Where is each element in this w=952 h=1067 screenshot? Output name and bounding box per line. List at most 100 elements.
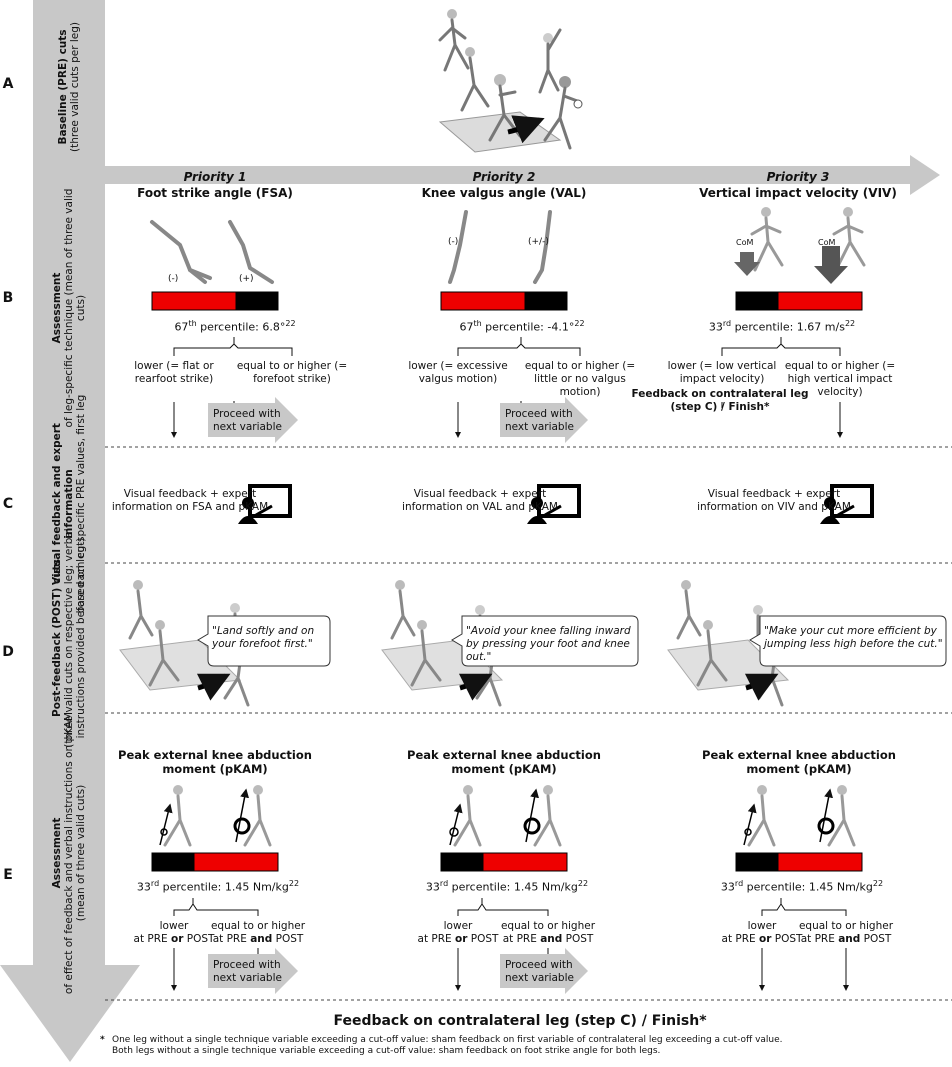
pkam-figures [159,785,856,847]
column-header-2: Priority 2 Knee valgus angle (VAL) [374,170,634,200]
row-a-subtitle: (three valid cuts per leg) [69,22,81,152]
cutoff-bars [151,291,863,311]
text: at PRE [133,933,172,945]
text-bold: and [250,933,273,945]
text-bold: and [838,933,861,945]
row-separators [105,446,952,1001]
text: POST [860,933,892,945]
reference: 22 [574,319,585,328]
baseline-cutting-illustration [438,9,583,153]
text-bold: or [171,933,184,945]
fsa-higher-branch: equal to or higher (= forefoot strike) [236,360,348,385]
row-letter-a: A [2,76,14,92]
viv-lower-branch: lower (= low vertical impact velocity) [667,360,777,385]
pkam-cutoff-bars [151,852,863,872]
reference: 22 [577,879,589,888]
pkam-lower-branch-2: lower at PRE or POST [408,920,508,946]
pkam-lower-branch-3: lower at PRE or POST [712,920,812,946]
variable-label: Foot strike angle (FSA) [137,186,293,200]
percentile-text: percentile: [196,320,263,334]
footnote-line-1: One leg without a single technique varia… [112,1035,783,1045]
speech-bubble-3 [749,615,947,667]
ordinal: 67 [174,320,189,334]
text: POST [272,933,304,945]
priority-label: Priority 2 [472,170,536,184]
ordinal-suffix: rd [734,879,744,888]
proceed-arrow-1 [208,397,298,443]
priority-label: Priority 1 [183,170,247,184]
percentile-text: percentile: [743,880,809,894]
val-sign-negative: (-) [448,237,459,247]
row-e-subtitle: of effect of feedback and verbal instruc… [63,711,87,995]
text-bold: and [540,933,563,945]
row-letter-e: E [3,867,13,883]
pkam-percentile-3: 33rd percentile: 1.45 Nm/kg22 [672,879,932,894]
lower-text: lower [159,920,189,932]
ordinal: 33 [720,880,735,894]
pkam-higher-branch-2: equal to or higher at PRE and POST [488,920,608,946]
lower-text: lower [747,920,777,932]
viv-feedback-contralateral: Feedback on contralateral leg (step C) /… [631,388,809,413]
val-percentile: 67th percentile: -4.1°22 [392,319,652,334]
speech-bubble-1 [197,615,331,667]
column-header-1: Priority 1 Foot strike angle (FSA) [85,170,345,200]
row-letter-b: B [2,290,14,306]
percentile-value: 1.45 Nm/kg [513,880,578,894]
percentile-text: percentile: [159,880,225,894]
percentile-text: percentile: [448,880,514,894]
fsa-cutoff-bar [151,291,279,311]
ordinal-suffix: th [188,319,197,328]
ordinal: 33 [136,880,151,894]
val-leg-illustrations [448,210,552,284]
val-lower-branch: lower (= excessive valgus motion) [408,360,508,385]
com-label-1: CoM [736,238,754,247]
fsa-leg-illustrations [150,220,274,284]
priority-arrow [105,155,940,195]
variable-label: Vertical impact velocity (VIV) [699,186,897,200]
percentile-value: -4.1° [547,320,575,334]
proceed-label-4: Proceed with next variable [213,959,282,984]
text: at PRE [502,933,541,945]
val-higher-branch: equal to or higher (= little or no valgu… [524,360,636,398]
verbal-instruction-3: "Make your cut more efficient by jumping… [764,625,943,650]
ordinal-suffix: rd [722,319,732,328]
ordinal-suffix: th [473,319,482,328]
text: POST [771,933,803,945]
proceed-arrow-2 [500,397,588,443]
pkam-lower-branch-1: lower at PRE or POST [124,920,224,946]
verbal-instruction-2: "Avoid your knee falling inward by press… [466,625,631,663]
pkam-title-2: Peak external knee abduction moment (pKA… [407,748,601,776]
pkam-title-1: Peak external knee abduction moment (pKA… [118,748,312,776]
viv-higher-branch: equal to or higher (= high vertical impa… [784,360,896,398]
row-b-title: Assessment [51,272,63,344]
proceed-label-5: Proceed with next variable [505,959,574,984]
pkam-percentile-2: 33rd percentile: 1.45 Nm/kg22 [377,879,637,894]
ordinal-suffix: rd [150,879,160,888]
row-letter-d: D [2,644,14,660]
text-bold: or [455,933,468,945]
viv-figures [734,207,866,284]
priority-label: Priority 3 [766,170,830,184]
higher-text: equal to or higher [798,920,894,932]
reference: 22 [844,319,856,328]
pkam-higher-branch-1: equal to or higher at PRE and POST [198,920,318,946]
footnote-line-2: Both legs without a single technique var… [112,1046,661,1056]
verbal-instruction-1: "Land softly and on your forefoot first.… [212,625,315,650]
column-header-3: Priority 3 Vertical impact velocity (VIV… [668,170,928,200]
final-step-label: Feedback on contralateral leg (step C) /… [333,1013,707,1029]
text: at PRE [721,933,760,945]
reference: 22 [288,879,300,888]
footnote-mark: * [100,1035,105,1045]
com-label-2: CoM [818,238,836,247]
footnote: * One leg without a single technique var… [100,1035,950,1057]
reference: 22 [285,319,296,328]
vertical-process-arrow [0,0,140,1062]
row-e-title: Assessment [51,817,63,889]
proceed-label-2: Proceed with next variable [505,408,574,433]
proceed-arrow-5 [500,948,588,994]
visual-feedback-1: Visual feedback + expert information on … [111,488,269,513]
text: POST [562,933,594,945]
pkam-title-3: Peak external knee abduction moment (pKA… [702,748,896,776]
percentile-value: 6.8° [262,320,286,334]
